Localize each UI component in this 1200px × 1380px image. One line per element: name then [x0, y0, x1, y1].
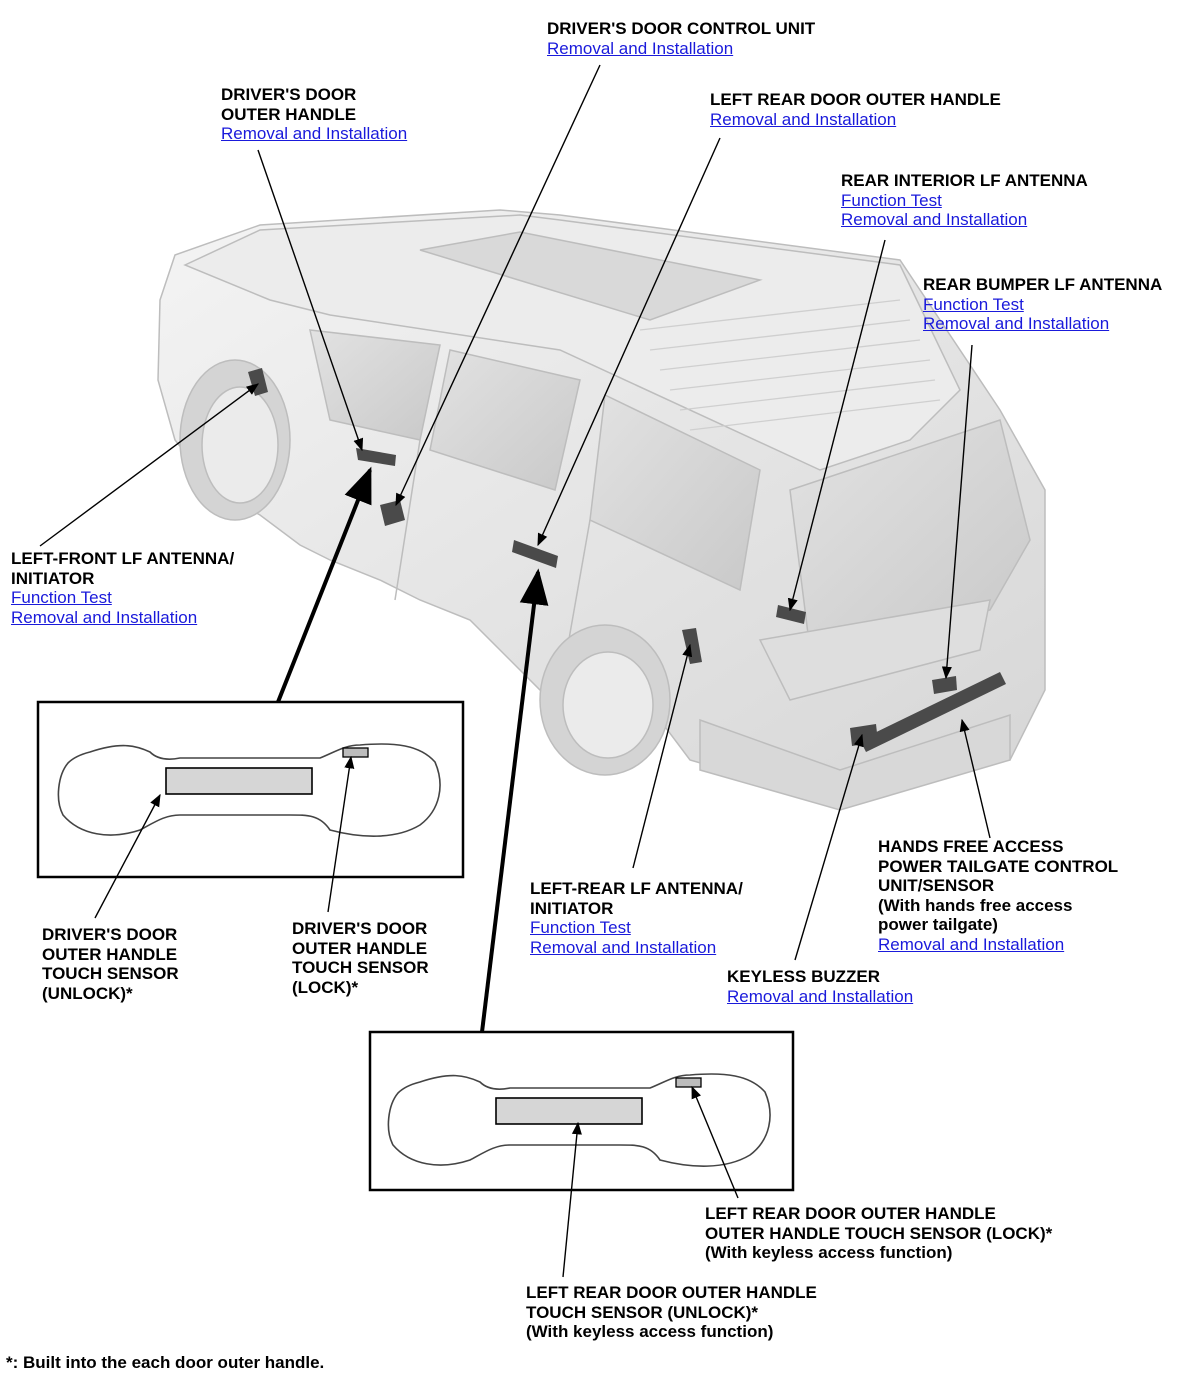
callout-title: REAR BUMPER LF ANTENNA — [923, 275, 1163, 294]
leader-left-rear-lf-antenna — [632, 643, 693, 869]
callout-left-rear-lf-antenna: LEFT-REAR LF ANTENNA/ INITIATOR Function… — [530, 879, 743, 957]
pointer-left-rear-handle-detail — [480, 568, 549, 1033]
left-rear-handle-unlock-sensor — [495, 1097, 643, 1125]
callout-title: LEFT REAR DOOR OUTER HANDLE — [710, 90, 1001, 109]
callout-title: DRIVER'S DOOR — [221, 85, 357, 104]
removal-installation-link[interactable]: Removal and Installation — [923, 314, 1110, 333]
pointer-driver-handle-detail — [276, 466, 372, 703]
callout-title: TOUCH SENSOR — [292, 958, 429, 977]
callout-title: (LOCK)* — [292, 977, 359, 997]
removal-installation-link[interactable]: Removal and Installation — [221, 124, 408, 143]
callout-hands-free-tailgate-unit: HANDS FREE ACCESS POWER TAILGATE CONTROL… — [878, 837, 1118, 954]
callout-title: OUTER HANDLE — [221, 104, 357, 124]
callout-title: TOUCH SENSOR — [42, 964, 179, 983]
callout-title: (With keyless access function) — [705, 1243, 953, 1262]
callout-title: POWER TAILGATE CONTROL — [878, 856, 1119, 876]
callout-title: HANDS FREE ACCESS — [878, 837, 1064, 856]
callout-rear-interior-lf-antenna: REAR INTERIOR LF ANTENNA Function Test R… — [841, 171, 1088, 230]
callout-driver-door-control-unit: DRIVER'S DOOR CONTROL UNIT Removal and I… — [547, 19, 815, 58]
callout-title: (With hands free access — [878, 895, 1073, 915]
driver-handle-lock-sensor — [342, 747, 369, 758]
removal-installation-link[interactable]: Removal and Installation — [841, 210, 1028, 229]
callout-title: LEFT-REAR LF ANTENNA/ — [530, 879, 743, 898]
detail-box-pointers — [276, 466, 549, 1033]
driver-handle-outline — [57, 743, 441, 837]
function-test-link[interactable]: Function Test — [11, 588, 112, 607]
leader-driver-door-control-unit — [395, 64, 601, 507]
driver-door-control-unit-mark — [380, 500, 405, 526]
callout-rear-bumper-lf-antenna: REAR BUMPER LF ANTENNA Function Test Rem… — [923, 275, 1162, 334]
leader-hands-free-tailgate — [959, 718, 991, 839]
leader-driver-door-outer-handle — [257, 149, 364, 452]
removal-installation-link[interactable]: Removal and Installation — [530, 937, 717, 957]
callout-left-rear-touch-sensor-unlock: LEFT REAR DOOR OUTER HANDLE TOUCH SENSOR… — [526, 1283, 817, 1342]
callout-title: power tailgate) — [878, 915, 998, 934]
leader-driver-touch-unlock — [94, 793, 161, 919]
callout-title: LEFT REAR DOOR OUTER HANDLE — [705, 1204, 996, 1223]
callout-left-front-lf-antenna: LEFT-FRONT LF ANTENNA/ INITIATOR Functio… — [11, 549, 234, 627]
leader-driver-touch-lock — [327, 755, 355, 913]
callout-title: UNIT/SENSOR — [878, 876, 995, 895]
rear-interior-lf-antenna-mark — [776, 605, 806, 624]
removal-installation-link[interactable]: Removal and Installation — [547, 38, 734, 58]
leader-keyless-buzzer — [794, 733, 864, 961]
left-rear-door-outer-handle-mark — [512, 540, 558, 568]
callout-title: TOUCH SENSOR (UNLOCK)* — [526, 1302, 759, 1322]
callout-driver-door-outer-handle: DRIVER'S DOOR OUTER HANDLE Removal and I… — [221, 85, 407, 144]
leader-left-front-lf-antenna — [39, 383, 260, 547]
removal-installation-link[interactable]: Removal and Installation — [710, 109, 897, 129]
left-rear-handle-lock-sensor — [675, 1077, 702, 1088]
callout-title: DRIVER'S DOOR — [292, 919, 428, 938]
callout-title: LEFT REAR DOOR OUTER HANDLE — [526, 1283, 817, 1302]
callout-title: KEYLESS BUZZER — [727, 967, 881, 986]
driver-handle-unlock-sensor — [165, 767, 313, 795]
callout-driver-touch-sensor-lock: DRIVER'S DOOR OUTER HANDLE TOUCH SENSOR … — [292, 919, 429, 997]
driver-door-outer-handle-mark — [356, 448, 396, 466]
callout-title: (UNLOCK)* — [42, 983, 133, 1003]
function-test-link[interactable]: Function Test — [841, 190, 942, 210]
removal-installation-link[interactable]: Removal and Installation — [727, 986, 914, 1006]
callout-title: OUTER HANDLE — [292, 938, 428, 958]
callout-title: REAR INTERIOR LF ANTENNA — [841, 171, 1088, 190]
callout-left-rear-door-outer-handle: LEFT REAR DOOR OUTER HANDLE Removal and … — [710, 90, 1001, 129]
leader-rear-interior-lf-antenna — [787, 239, 886, 612]
function-test-link[interactable]: Function Test — [923, 294, 1024, 314]
function-test-link[interactable]: Function Test — [530, 918, 631, 937]
callout-left-rear-touch-sensor-lock: LEFT REAR DOOR OUTER HANDLE OUTER HANDLE… — [705, 1204, 1052, 1263]
leader-lr-touch-lock — [691, 1085, 739, 1199]
leader-left-rear-door-outer-handle — [537, 137, 721, 547]
callout-keyless-buzzer: KEYLESS BUZZER Removal and Installation — [727, 967, 913, 1006]
footnote: *: Built into the each door outer handle… — [6, 1353, 325, 1372]
hands-free-tailgate-sensor-mark — [860, 672, 1006, 752]
callout-title: INITIATOR — [11, 568, 95, 588]
left-rear-handle-outline — [387, 1073, 771, 1167]
callout-title: DRIVER'S DOOR CONTROL UNIT — [547, 19, 816, 38]
callout-title: LEFT-FRONT LF ANTENNA/ — [11, 549, 235, 568]
removal-installation-link[interactable]: Removal and Installation — [11, 607, 198, 627]
callout-title: (With keyless access function) — [526, 1322, 774, 1341]
callout-title: INITIATOR — [530, 898, 614, 918]
leader-lines — [39, 64, 991, 1278]
callout-driver-touch-sensor-unlock: DRIVER'S DOOR OUTER HANDLE TOUCH SENSOR … — [42, 925, 179, 1003]
callout-title: DRIVER'S DOOR — [42, 925, 178, 944]
removal-installation-link[interactable]: Removal and Installation — [878, 934, 1065, 954]
rear-bumper-lf-antenna-mark — [932, 676, 957, 694]
vehicle-illustration — [157, 209, 1046, 811]
leader-lr-touch-unlock — [562, 1121, 582, 1278]
callout-title: OUTER HANDLE TOUCH SENSOR (LOCK)* — [705, 1223, 1053, 1243]
callout-title: OUTER HANDLE — [42, 944, 178, 964]
leader-rear-bumper-lf-antenna — [941, 344, 973, 680]
